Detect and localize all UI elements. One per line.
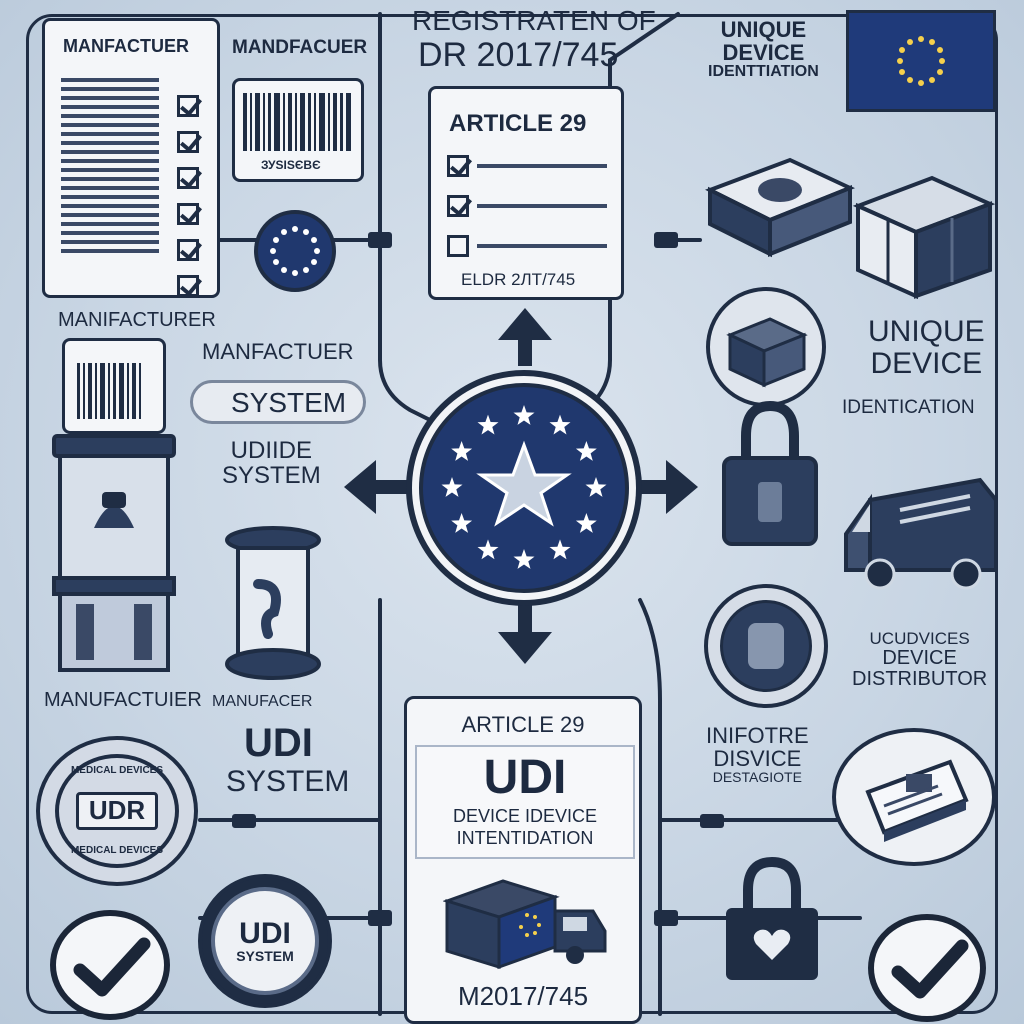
hub-star-icon bbox=[549, 414, 571, 435]
document-icon bbox=[865, 759, 969, 842]
seal-ring-top: MEDICAL DEVICES bbox=[70, 765, 164, 776]
right-top-label: UNIQUE DEVICE IDENTTIATION bbox=[708, 17, 819, 81]
distributor-label: UCUDVICES DEVICE DISTRIBUTOR bbox=[852, 629, 988, 690]
info-device-label: INIFOTRE DISVICE DESTAGIOTE bbox=[706, 723, 809, 786]
system-pill: SYSTEM bbox=[190, 380, 366, 424]
udi-label: UDI bbox=[244, 721, 313, 765]
eu-star-hub bbox=[406, 370, 642, 606]
check-glyph-icon bbox=[891, 939, 969, 999]
barcode-icon bbox=[243, 93, 351, 151]
document-seal-icon bbox=[832, 728, 996, 866]
hub-star-icon bbox=[477, 539, 499, 560]
checkbox-icon bbox=[447, 155, 469, 177]
seal-core bbox=[720, 600, 812, 692]
checkbox-icon bbox=[447, 195, 469, 217]
delivery-truck-icon bbox=[443, 879, 607, 970]
seal-center: UDR bbox=[88, 795, 146, 826]
barcode-card-title: MANDFACUER bbox=[232, 37, 368, 58]
seal-ring-bottom: MEDICAL DEVICES bbox=[70, 844, 164, 856]
hub-star-icon bbox=[441, 477, 463, 497]
identication-label: IDENTICATION bbox=[842, 397, 975, 418]
arrow-down-icon bbox=[498, 632, 552, 664]
manuf-bottom-label-1: MANUFACTUIER bbox=[44, 689, 202, 711]
barcode-card: ЗУЅІЅЄВЄ bbox=[232, 78, 364, 182]
manufacturer-checklist-card: MANFACTUER bbox=[42, 18, 220, 298]
padlock-icon bbox=[722, 400, 818, 546]
eu-flag-icon bbox=[846, 10, 996, 112]
checkbox-icon bbox=[177, 203, 199, 225]
star-ring-icon bbox=[270, 226, 320, 276]
hub-star-icon bbox=[575, 441, 597, 461]
card-article: ARTICLE 29 bbox=[461, 712, 585, 737]
card-udi: UDI bbox=[483, 751, 567, 804]
card-title: MANFACTUER bbox=[63, 36, 189, 56]
udi-system-seal-icon: UDI SYSTEM bbox=[198, 874, 332, 1008]
barcode-tag bbox=[62, 338, 166, 434]
van-icon bbox=[844, 477, 998, 590]
checkbox-icon bbox=[177, 131, 199, 153]
unique-device-label: UNIQUE DEVICE bbox=[868, 315, 985, 380]
checkmark-icon bbox=[50, 910, 170, 1020]
udr-seal-icon: MEDICAL DEVICES UDR MEDICAL DEVICES bbox=[36, 736, 198, 886]
checkbox-column bbox=[177, 95, 199, 297]
hub-star-icon bbox=[513, 549, 535, 569]
barcode-icon bbox=[77, 363, 141, 419]
arrow-up-icon bbox=[498, 308, 552, 340]
hub-star-icon bbox=[513, 405, 535, 425]
article-footer: ELDR 2ЛТ/745 bbox=[461, 270, 576, 289]
hub-star-icon bbox=[575, 513, 597, 533]
checkbox-icon bbox=[177, 275, 199, 297]
checkbox-icon bbox=[177, 95, 199, 117]
card-footer: M2017/745 bbox=[457, 981, 589, 1011]
hourglass-icon bbox=[225, 526, 321, 680]
barcode-number: ЗУЅІЅЄВЄ bbox=[261, 158, 321, 172]
card-line-2: INTENTIDATION bbox=[456, 828, 594, 848]
hub-star-icon bbox=[451, 441, 473, 461]
card-line-1: DEVICE IDEVICE bbox=[452, 806, 598, 826]
globe-box-icon bbox=[706, 287, 826, 407]
eu-medallion-icon bbox=[254, 210, 336, 292]
hub-star-icon bbox=[585, 477, 607, 497]
box-icon bbox=[705, 157, 856, 258]
udr-seal-inner: MEDICAL DEVICES UDR MEDICAL DEVICES bbox=[55, 754, 179, 868]
header-line-1: REGISTRATEN OF bbox=[412, 5, 656, 36]
seal-badge: UDR bbox=[75, 792, 159, 830]
article-29-udi-card: ARTICLE 29 UDI DEVICE IDEVICE INTENTIDAT… bbox=[404, 696, 642, 1024]
system-pill-label: SYSTEM bbox=[231, 387, 347, 418]
seal-udi: UDI bbox=[239, 916, 291, 950]
card-udi-panel: UDI DEVICE IDEVICE INTENTIDATION bbox=[415, 745, 635, 859]
header-line-2: DR 2017/745 bbox=[418, 36, 619, 74]
device-glyph-icon bbox=[748, 623, 784, 669]
cabinet-icon bbox=[52, 434, 176, 672]
checkmark-icon bbox=[868, 914, 986, 1022]
article-checklist bbox=[447, 155, 607, 257]
arrow-right-icon bbox=[666, 460, 698, 514]
box-stack-icon bbox=[852, 175, 996, 300]
checkbox-icon bbox=[447, 235, 469, 257]
device-seal-icon bbox=[704, 584, 828, 708]
udiide-label: UDIIDE SYSTEM bbox=[222, 437, 321, 490]
flag-stars-icon bbox=[897, 36, 945, 86]
eu-star-hub-icon bbox=[441, 405, 607, 569]
article-title: ARTICLE 29 bbox=[449, 110, 587, 137]
padlock-heart-icon bbox=[726, 856, 818, 980]
hub-star-icon bbox=[477, 414, 499, 435]
text-lines bbox=[61, 73, 159, 258]
manf-system-label-1: MANFACTUER bbox=[202, 339, 354, 364]
seal-system: SYSTEM bbox=[236, 948, 294, 965]
check-glyph-icon bbox=[73, 937, 151, 997]
checkbox-icon bbox=[177, 239, 199, 261]
udi-system-seal-inner: UDI SYSTEM bbox=[211, 887, 319, 995]
manifacturer-label: MANIFACTURER bbox=[58, 309, 216, 331]
hub-star-icon bbox=[549, 539, 571, 560]
udi-system-label: SYSTEM bbox=[226, 765, 350, 798]
manuf-bottom-label-2: MANUFACER bbox=[212, 693, 313, 710]
article-29-card: ARTICLE 29 ELDR 2ЛТ/745 bbox=[428, 86, 624, 300]
checkbox-icon bbox=[177, 167, 199, 189]
arrow-left-icon bbox=[344, 460, 376, 514]
hub-core bbox=[419, 383, 629, 593]
hub-star-icon bbox=[451, 513, 473, 533]
